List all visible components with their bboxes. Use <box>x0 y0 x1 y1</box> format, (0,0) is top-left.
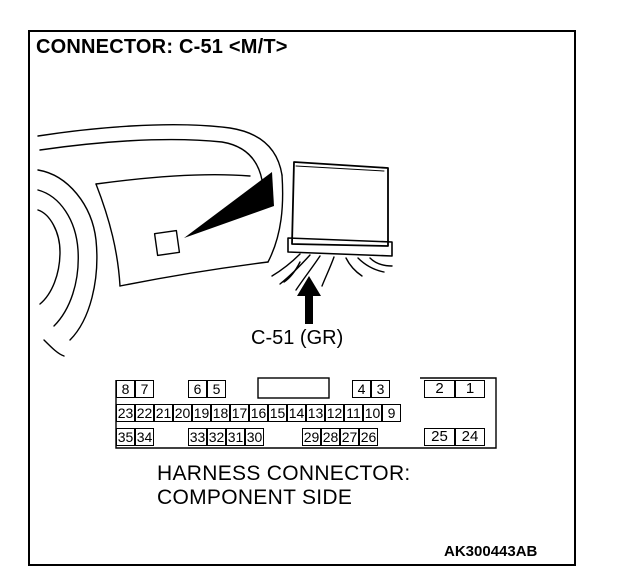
pin-5: 5 <box>207 380 226 398</box>
caption-line-1: HARNESS CONNECTOR: <box>157 462 411 485</box>
pin-1: 1 <box>455 380 485 398</box>
pin-21: 21 <box>154 404 173 422</box>
pin-11: 11 <box>344 404 363 422</box>
pin-16: 16 <box>249 404 268 422</box>
diagram-frame <box>28 30 576 566</box>
pin-14: 14 <box>287 404 306 422</box>
pin-29: 29 <box>302 428 321 446</box>
connector-label: C-51 (GR) <box>251 327 344 349</box>
pin-18: 18 <box>211 404 230 422</box>
pin-19: 19 <box>192 404 211 422</box>
pin-3: 3 <box>371 380 390 398</box>
pin-28: 28 <box>321 428 340 446</box>
pin-25: 25 <box>424 428 455 446</box>
dashboard-inner-edge <box>39 138 263 181</box>
component-box-base <box>287 237 393 257</box>
pin-22: 22 <box>135 404 154 422</box>
pin-4: 4 <box>352 380 371 398</box>
pin-24: 24 <box>455 428 485 446</box>
dash-panel <box>153 229 181 257</box>
pin-13: 13 <box>306 404 325 422</box>
caption-line-2: COMPONENT SIDE <box>157 486 353 509</box>
wheel-spoke <box>43 339 65 357</box>
arrow-head <box>297 276 321 296</box>
connector-housing <box>115 377 497 449</box>
pin-6: 6 <box>188 380 207 398</box>
diagram-code: AK300443AB <box>444 543 538 560</box>
arrow-shaft <box>305 294 313 324</box>
pin-31: 31 <box>226 428 245 446</box>
dashboard-right-edge <box>267 174 284 263</box>
pin-9: 9 <box>382 404 401 422</box>
dashboard-lower-edge <box>95 174 251 185</box>
pin-32: 32 <box>207 428 226 446</box>
pin-34: 34 <box>135 428 154 446</box>
component-box-edge <box>295 165 385 172</box>
pin-23: 23 <box>116 404 135 422</box>
pin-7: 7 <box>135 380 154 398</box>
connector-key <box>257 377 330 399</box>
pin-12: 12 <box>325 404 344 422</box>
pin-8: 8 <box>116 380 135 398</box>
pin-10: 10 <box>363 404 382 422</box>
pin-17: 17 <box>230 404 249 422</box>
pin-26: 26 <box>359 428 378 446</box>
callout-wedge <box>184 172 274 238</box>
steering-wheel-inner <box>37 189 79 327</box>
pin-15: 15 <box>268 404 287 422</box>
pin-33: 33 <box>188 428 207 446</box>
pin-30: 30 <box>245 428 264 446</box>
connector-title: CONNECTOR: C-51 <M/T> <box>36 36 288 58</box>
steering-wheel-outer <box>37 169 98 341</box>
dashboard-bottom-curve <box>119 261 269 287</box>
dashboard-face <box>95 183 121 287</box>
steering-column <box>37 209 61 305</box>
pin-35: 35 <box>116 428 135 446</box>
dashboard-top-edge <box>37 123 283 176</box>
pin-27: 27 <box>340 428 359 446</box>
component-box-outline <box>291 161 389 247</box>
pin-2: 2 <box>424 380 455 398</box>
pin-20: 20 <box>173 404 192 422</box>
